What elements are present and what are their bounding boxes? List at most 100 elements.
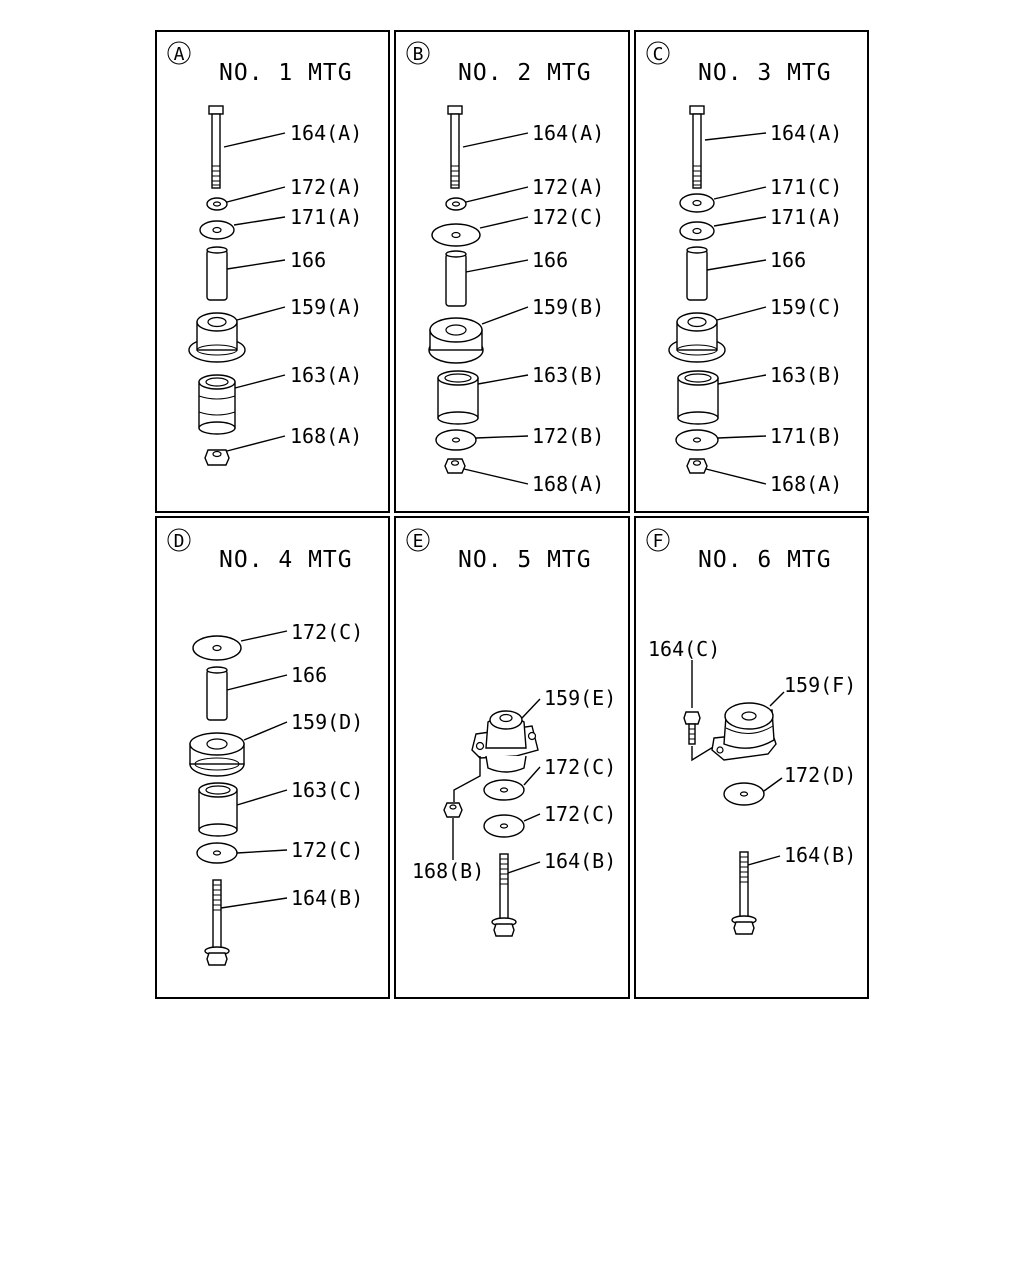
part-label: 159(E) — [544, 686, 616, 710]
panel-title: NO. 2 MTG — [458, 60, 592, 86]
part-label: 172(C) — [544, 802, 616, 826]
washer-172c-part — [431, 223, 481, 247]
panel-title: NO. 3 MTG — [698, 60, 832, 86]
washer-171c-part — [679, 193, 715, 213]
part-label: 164(B) — [784, 843, 856, 867]
part-label: 171(C) — [770, 175, 842, 199]
bolt-164-part — [208, 105, 224, 189]
engine-mount-159e-part — [471, 710, 539, 773]
bolt-164-part — [447, 105, 463, 189]
part-label: 171(A) — [770, 205, 842, 229]
part-label: 172(A) — [290, 175, 362, 199]
part-label: 163(B) — [770, 363, 842, 387]
part-label: 159(C) — [770, 295, 842, 319]
panel-no2-mtg: B NO. 2 MTG 164(A) 172(A) 172(C) 166 — [394, 30, 630, 513]
collar-166-part — [206, 246, 228, 301]
part-label: 172(B) — [532, 424, 604, 448]
panel-letter-circle — [646, 41, 670, 65]
panel-letter: B — [413, 44, 424, 65]
bolt-164b-part — [491, 853, 517, 937]
part-label: 166 — [290, 248, 326, 272]
part-label: 159(B) — [532, 295, 604, 319]
no6-mtg-diagram: F NO. 6 MTG 164(C) 159(F) 172(D) — [646, 528, 856, 935]
panel-title: NO. 5 MTG — [458, 547, 592, 573]
part-label: 168(B) — [412, 859, 484, 883]
part-label: 164(C) — [648, 637, 720, 661]
bolt-164-part — [689, 105, 705, 189]
part-label: 171(B) — [770, 424, 842, 448]
panel-title: NO. 6 MTG — [698, 547, 832, 573]
panel-letter: D — [174, 531, 185, 552]
part-label: 168(A) — [532, 472, 604, 496]
washer-171-part — [199, 220, 235, 240]
part-label: 163(A) — [290, 363, 362, 387]
no3-mtg-diagram: C NO. 3 MTG 164(A) 171(C) 171(A) 166 — [646, 41, 842, 496]
washer-172c-upper-part — [483, 779, 525, 801]
washer-172-part — [206, 197, 228, 211]
part-label: 164(B) — [544, 849, 616, 873]
part-label: 172(C) — [532, 205, 604, 229]
rubber-mount-159-part — [428, 317, 484, 364]
panel-letter-circle — [406, 528, 430, 552]
panel-letter-circle — [646, 528, 670, 552]
panel-no3-mtg: C NO. 3 MTG 164(A) 171(C) 171(A) 166 — [634, 30, 869, 513]
leader-line — [453, 756, 481, 802]
washer-172b-part — [435, 429, 477, 451]
part-label: 172(D) — [784, 763, 856, 787]
washer-172-part — [445, 197, 467, 211]
collar-166-part — [445, 250, 467, 307]
part-label: 164(A) — [290, 121, 362, 145]
washer-172c-lower-part — [196, 842, 238, 864]
part-label: 164(A) — [532, 121, 604, 145]
collar-166-part — [686, 246, 708, 301]
panel-no4-mtg: D NO. 4 MTG 172(C) 166 159(D) — [155, 516, 390, 999]
part-label: 164(A) — [770, 121, 842, 145]
rubber-mount-163-part — [437, 370, 479, 425]
nut-168-part — [204, 449, 230, 466]
washer-171a-part — [679, 221, 715, 241]
part-label: 164(B) — [291, 886, 363, 910]
washer-171b-part — [675, 429, 719, 451]
part-label: 159(A) — [290, 295, 362, 319]
rubber-mount-159-part — [189, 732, 245, 777]
panel-no1-mtg: A NO. 1 MTG 164(A) 172(A) 171(A) 166 — [155, 30, 390, 513]
part-label: 166 — [532, 248, 568, 272]
panel-no6-mtg: F NO. 6 MTG 164(C) 159(F) 172(D) — [634, 516, 869, 999]
part-label: 159(D) — [291, 710, 363, 734]
nut-168b-part — [443, 802, 463, 818]
rubber-mount-163-part — [198, 374, 236, 435]
nut-168-part — [686, 458, 708, 474]
panel-letter: E — [413, 531, 424, 552]
panel-letter-circle — [406, 41, 430, 65]
bolt-164b-part — [204, 879, 230, 966]
part-label: 163(B) — [532, 363, 604, 387]
panel-letter-circle — [167, 528, 191, 552]
rubber-mount-159-part — [668, 312, 726, 363]
part-label: 168(A) — [770, 472, 842, 496]
rubber-mount-163-part — [677, 370, 719, 425]
part-label: 166 — [770, 248, 806, 272]
panel-letter: F — [653, 531, 664, 552]
part-label: 159(F) — [784, 673, 856, 697]
no2-mtg-diagram: B NO. 2 MTG 164(A) 172(A) 172(C) 166 — [406, 41, 604, 496]
bolt-164b-part — [731, 851, 757, 935]
nut-168-part — [444, 458, 466, 474]
rubber-mount-163-part — [198, 782, 238, 837]
engine-mount-159f-part — [711, 702, 777, 761]
panel-letter: A — [174, 44, 185, 65]
part-label: 171(A) — [290, 205, 362, 229]
panel-letter-circle — [167, 41, 191, 65]
panel-no5-mtg: E NO. 5 MTG 159(E) 172(C) 172(C) — [394, 516, 630, 999]
collar-166-part — [206, 666, 228, 721]
rubber-mount-159-part — [188, 312, 246, 363]
part-label: 172(C) — [544, 755, 616, 779]
part-label: 163(C) — [291, 778, 363, 802]
no1-mtg-diagram: A NO. 1 MTG 164(A) 172(A) 171(A) 166 — [167, 41, 362, 466]
part-label: 172(C) — [291, 838, 363, 862]
no4-mtg-diagram: D NO. 4 MTG 172(C) 166 159(D) — [167, 528, 363, 966]
part-label: 172(C) — [291, 620, 363, 644]
panel-letter: C — [653, 44, 664, 65]
washer-172c-lower-part — [483, 814, 525, 838]
bolt-164c-part — [683, 711, 701, 745]
panel-title: NO. 1 MTG — [219, 60, 353, 86]
